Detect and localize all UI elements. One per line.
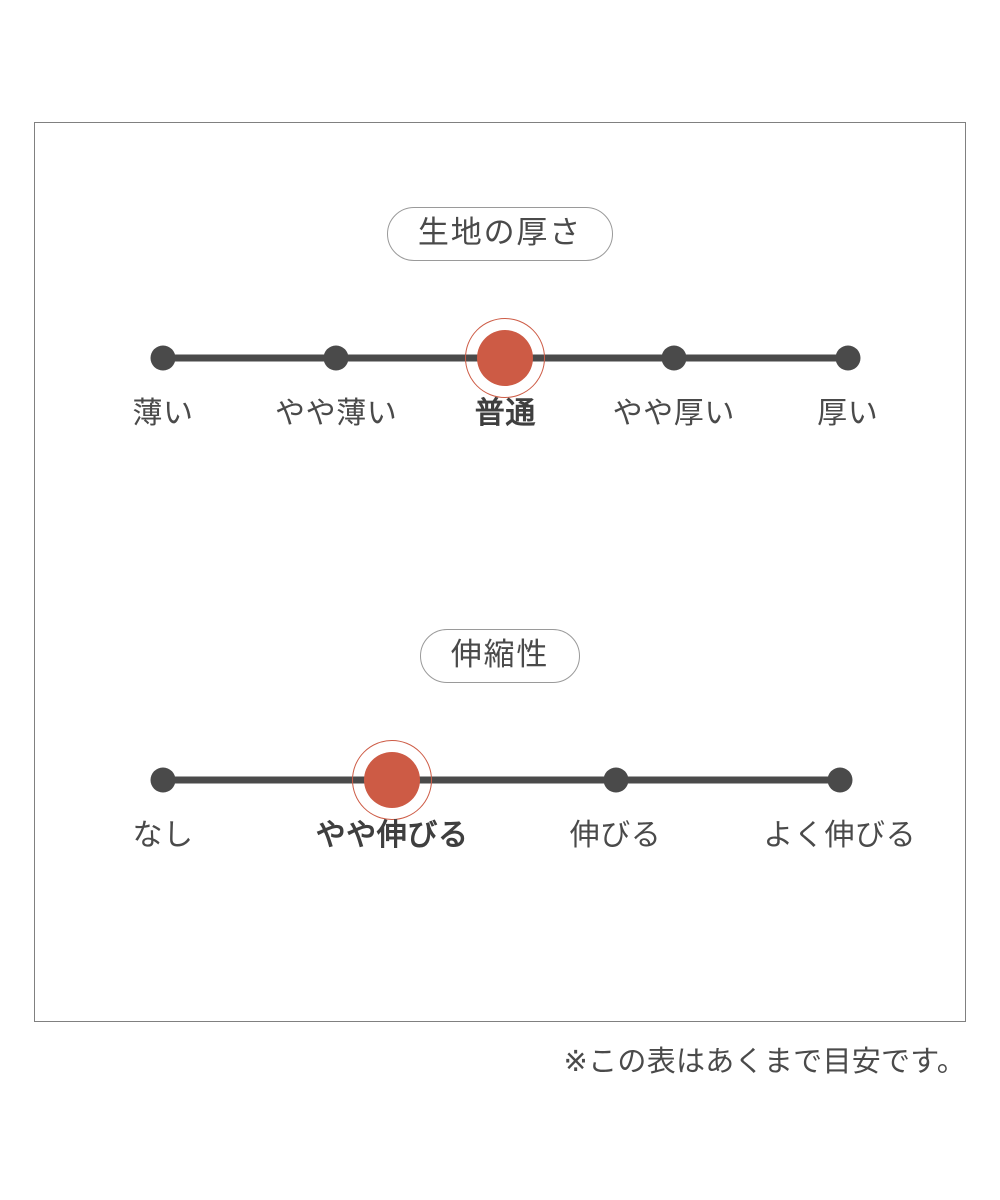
stretch-label-row: なし やや伸びる 伸びる よく伸びる	[104, 817, 915, 877]
stretch-track	[163, 776, 840, 784]
scale-label: 薄い	[132, 397, 194, 430]
stretch-label-group: なし やや伸びる 伸びる よく伸びる	[104, 817, 915, 877]
thickness-title-pill: 生地の厚さ	[386, 207, 614, 261]
scale-dot	[150, 345, 176, 371]
scale-label: 伸びる	[569, 819, 662, 852]
scale-label: なし	[132, 819, 194, 852]
thickness-label-group: 薄い やや薄い 普通 やや厚い 厚い	[104, 395, 902, 455]
scale-section-stretch: 伸縮性 なし やや伸びる 伸びる よく伸びる	[35, 545, 965, 877]
scale-label: やや厚い	[612, 397, 735, 430]
scale-label: やや薄い	[275, 397, 398, 430]
scale-dot	[323, 345, 349, 371]
scale-label-selected: 普通	[474, 397, 536, 430]
stretch-title-wrap: 伸縮性	[35, 629, 965, 683]
scale-dot	[150, 767, 176, 793]
disclaimer-note: ※この表はあくまで目安です。	[563, 1046, 966, 1078]
scale-label: よく伸びる	[763, 819, 917, 852]
thickness-label-row: 薄い やや薄い 普通 やや厚い 厚い	[104, 395, 902, 455]
scale-dot-selected	[477, 330, 534, 386]
scale-section-thickness: 生地の厚さ 薄い やや薄い 普通 やや厚い 厚い	[35, 123, 965, 455]
scale-label: 厚い	[817, 397, 879, 430]
scale-dot	[835, 345, 861, 371]
scale-label-selected: やや伸びる	[315, 819, 469, 852]
thickness-slider-inner	[104, 318, 902, 398]
scale-dot	[661, 345, 687, 371]
stretch-title-pill: 伸縮性	[419, 629, 581, 683]
stretch-slider	[35, 740, 965, 820]
spec-chart-panel: 生地の厚さ 薄い やや薄い 普通 やや厚い 厚い 伸縮性 なし やや伸びる 伸びる よく伸びる	[34, 122, 966, 1022]
thickness-title-wrap: 生地の厚さ	[35, 207, 965, 261]
thickness-slider	[35, 318, 965, 398]
stretch-slider-inner	[104, 740, 902, 820]
scale-dot	[827, 767, 853, 793]
scale-dot	[603, 767, 629, 793]
scale-dot-selected	[364, 752, 421, 808]
